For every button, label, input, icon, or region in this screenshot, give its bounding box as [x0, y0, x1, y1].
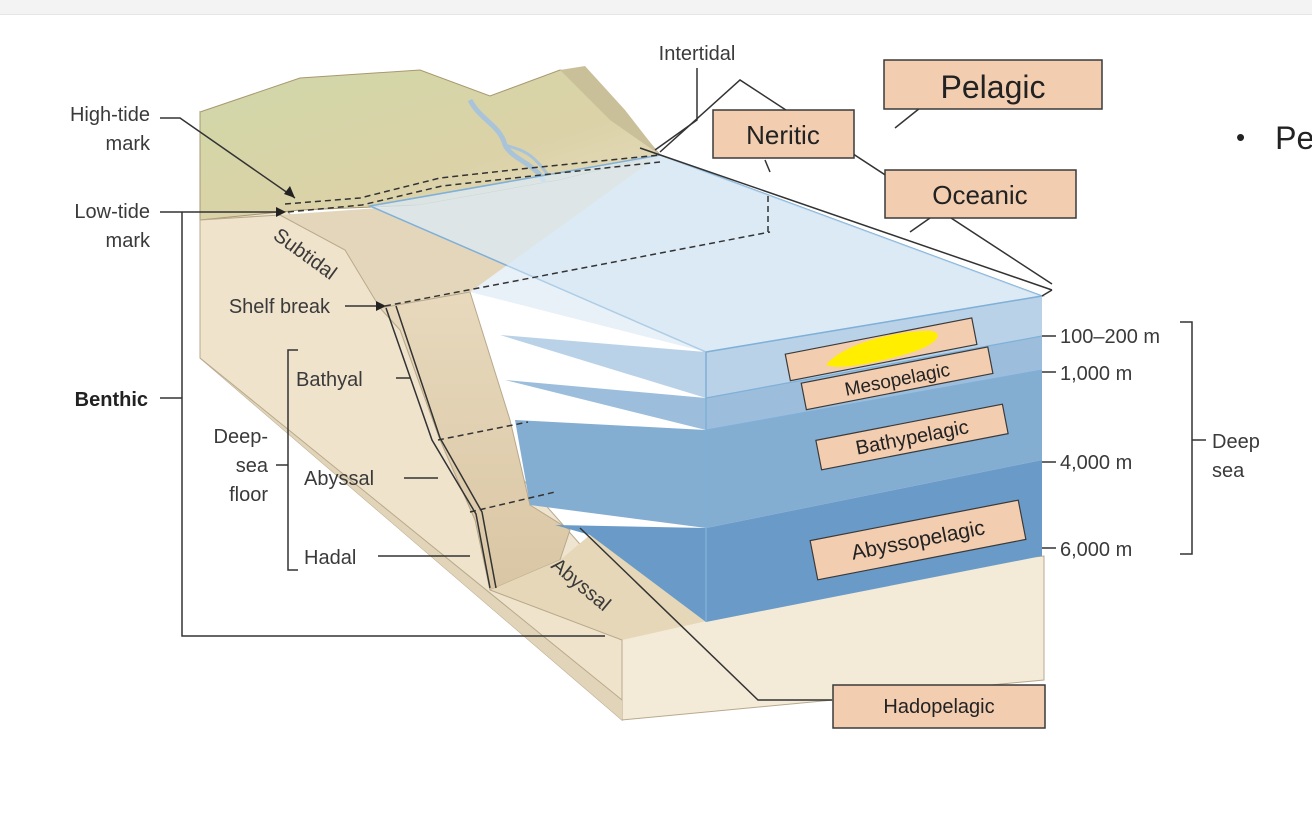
- low-tide-label-line2: mark: [106, 230, 151, 252]
- neritic-box-label: Neritic: [746, 120, 820, 150]
- deep-sea-floor-line1: Deep-: [214, 426, 268, 448]
- intertidal-label: Intertidal: [659, 43, 736, 65]
- dashed-boundaries: [284, 154, 771, 513]
- bullet-text: Pe: [1275, 120, 1312, 156]
- top-strip: [0, 0, 1312, 15]
- slide-bullet: • Pe: [1236, 120, 1312, 164]
- hadopelagic-box-label: Hadopelagic: [883, 696, 994, 718]
- depth-label-100-200: 100–200 m: [1060, 326, 1160, 348]
- hadopelagic-box: Hadopelagic: [832, 684, 1046, 729]
- oceanic-box-label: Oceanic: [932, 180, 1027, 210]
- benthic-label: Benthic: [75, 389, 148, 411]
- epipelagic-box: [784, 317, 978, 382]
- depth-label-4000: 4,000 m: [1060, 452, 1132, 474]
- high-tide-label-line1: High-tide: [70, 104, 150, 126]
- shelf-break-label: Shelf break: [229, 296, 331, 318]
- bullet-dot: •: [1236, 122, 1246, 152]
- hadal-label: Hadal: [304, 547, 356, 569]
- low-tide-label-line1: Low-tide: [74, 201, 150, 223]
- deep-sea-label-line1: Deep: [1212, 431, 1260, 453]
- neritic-box: Neritic: [712, 109, 855, 159]
- abyssal-label: Abyssal: [304, 468, 374, 490]
- pelagic-box-label: Pelagic: [941, 69, 1046, 105]
- deep-sea-floor-line3: floor: [229, 484, 268, 506]
- oceanic-box: Oceanic: [884, 169, 1077, 219]
- deep-sea-label-line2: sea: [1212, 460, 1245, 482]
- deep-sea-floor-line2: sea: [236, 455, 269, 477]
- depth-label-1000: 1,000 m: [1060, 363, 1132, 385]
- depth-label-6000: 6,000 m: [1060, 539, 1132, 561]
- highlight-scribble: [825, 330, 938, 367]
- arrowheads: [276, 186, 386, 311]
- pelagic-box: Pelagic: [883, 59, 1103, 110]
- high-tide-label-line2: mark: [106, 133, 151, 155]
- bathyal-label: Bathyal: [296, 369, 363, 391]
